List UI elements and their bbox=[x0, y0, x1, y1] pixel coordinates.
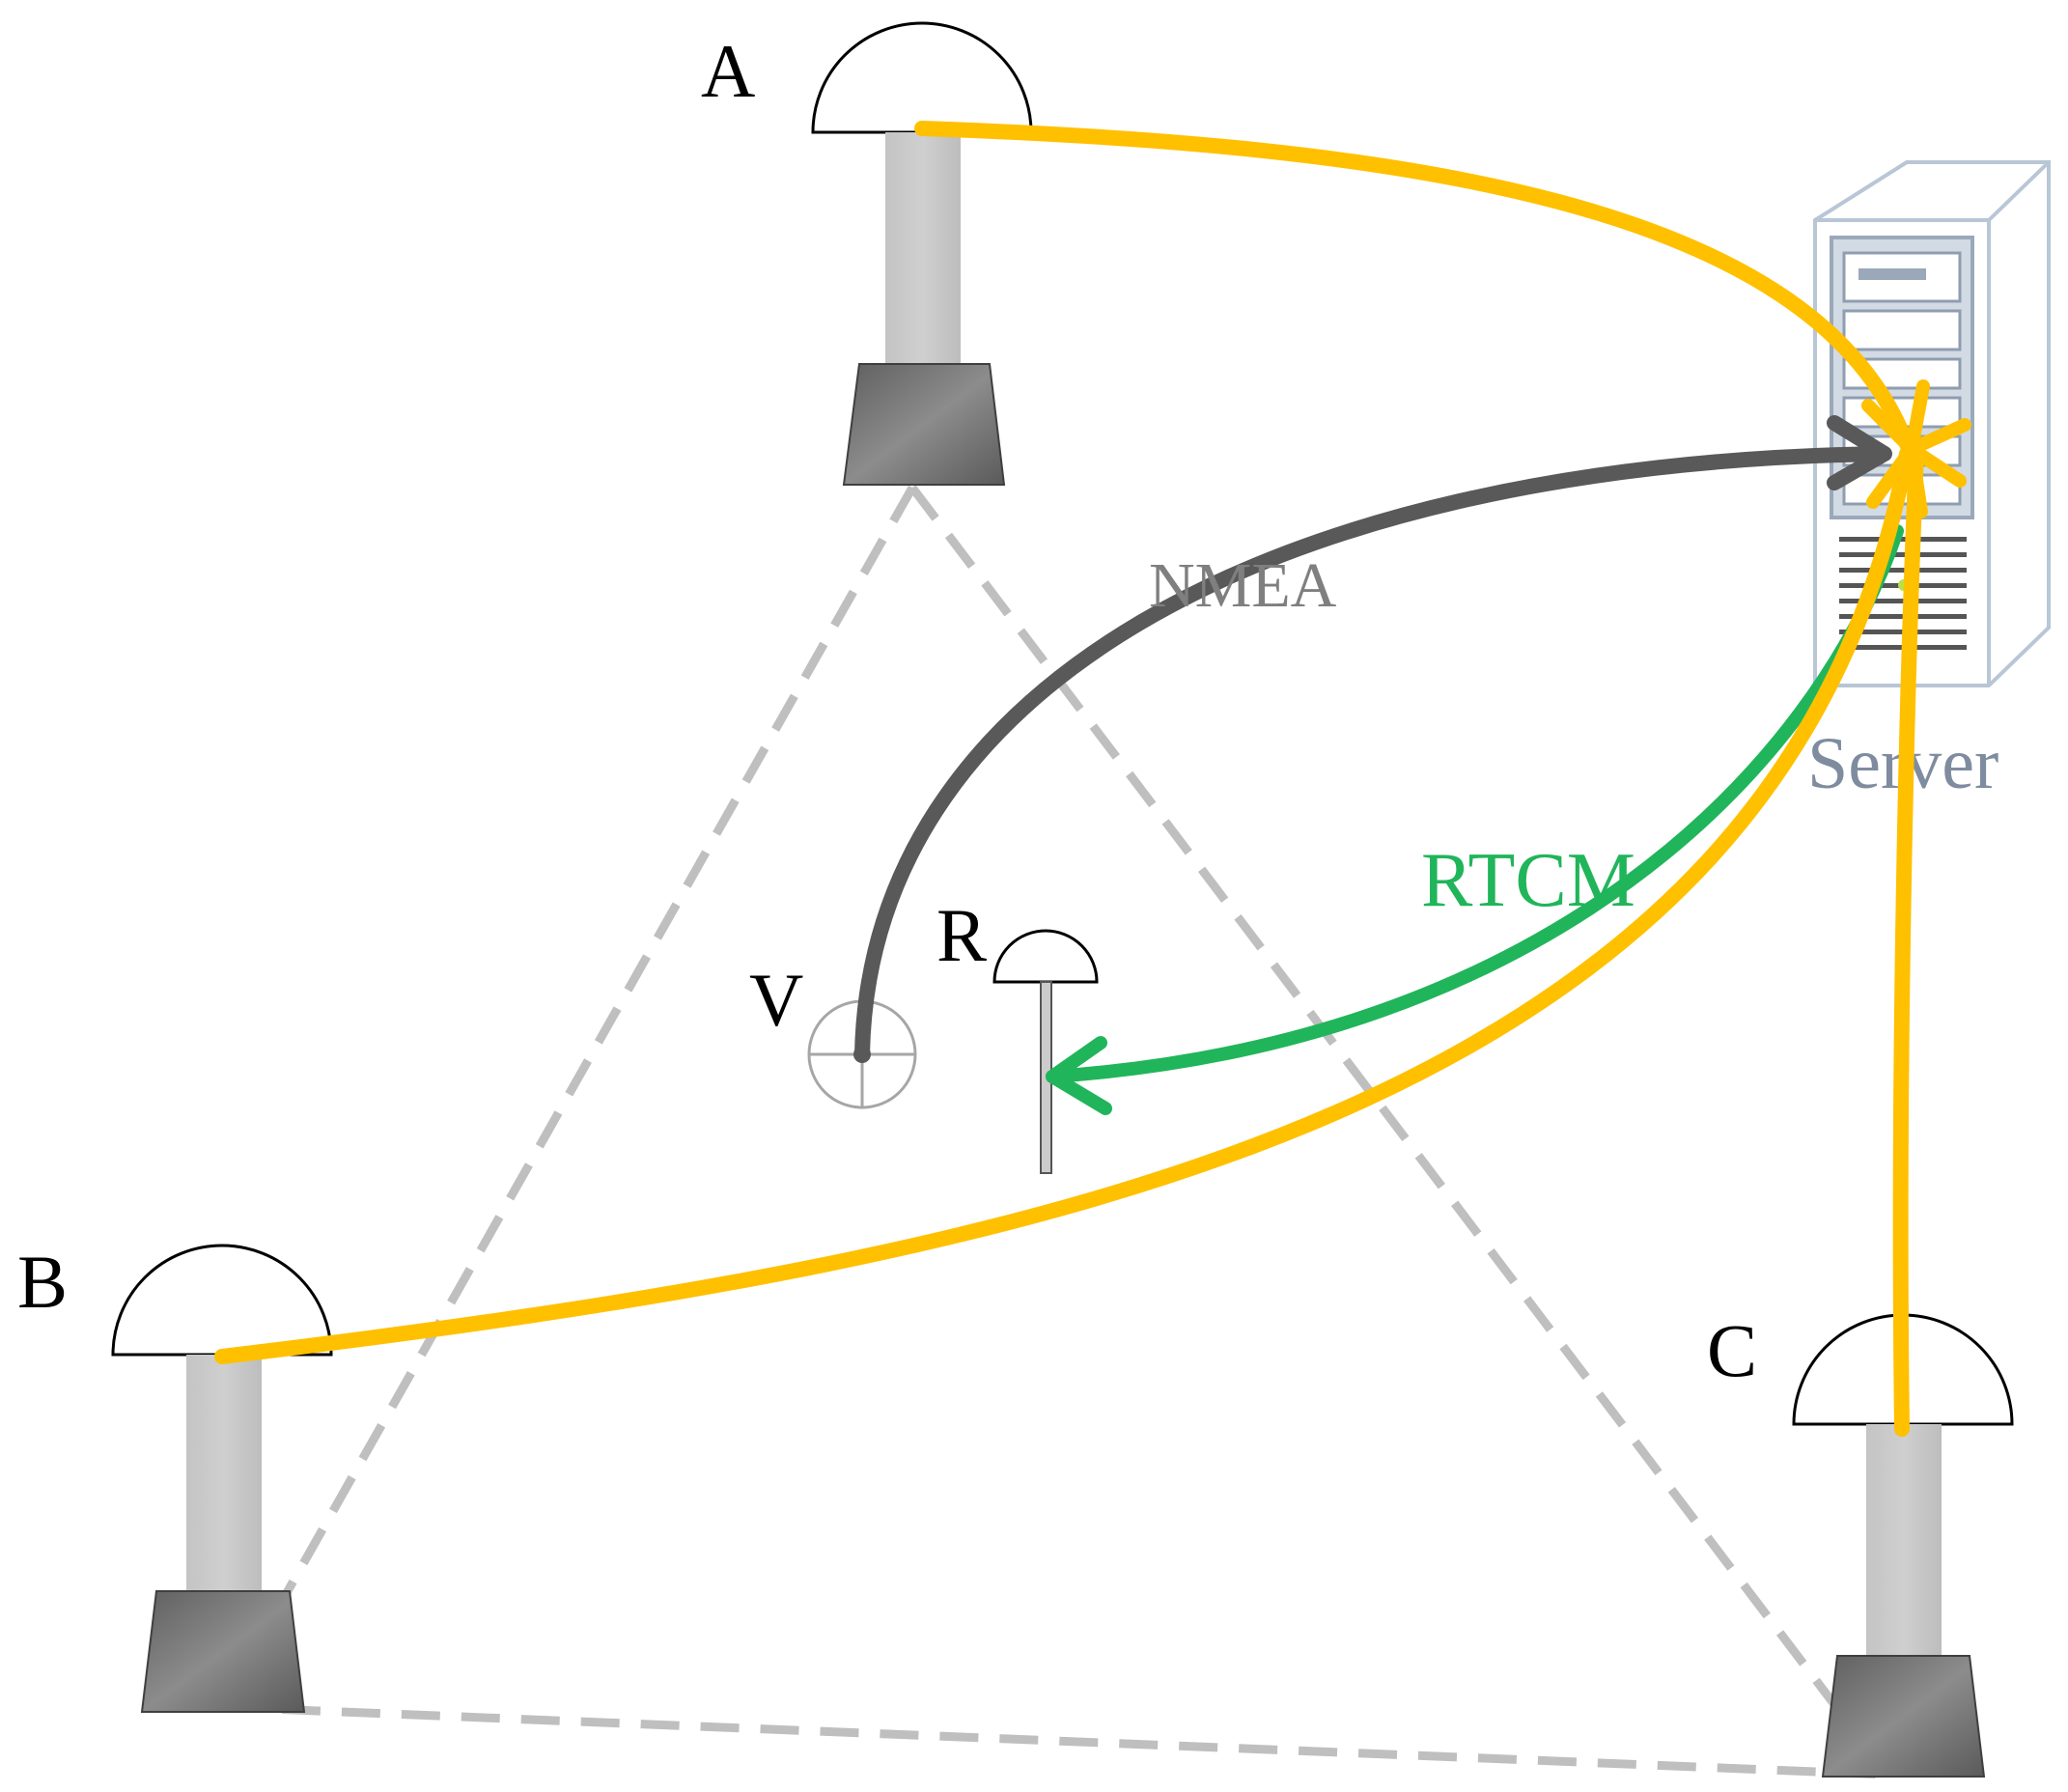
nmea-arrowhead bbox=[1827, 415, 1892, 490]
antenna-pole-c bbox=[1866, 1424, 1942, 1656]
station-a bbox=[811, 21, 1033, 486]
antenna-base-a bbox=[842, 363, 1006, 486]
station-c-label: C bbox=[1707, 1308, 1757, 1392]
rover-label: R bbox=[936, 893, 987, 977]
antenna-dome-b bbox=[111, 1244, 333, 1357]
baseline-a-c bbox=[908, 485, 1891, 1778]
rover-dome bbox=[992, 929, 1099, 984]
rtcm-label: RTCM bbox=[1421, 838, 1635, 923]
station-a-label: A bbox=[701, 29, 755, 113]
antenna-pole-b bbox=[186, 1355, 262, 1591]
baseline-b-c bbox=[221, 1702, 1888, 1779]
station-b-label: B bbox=[17, 1240, 68, 1324]
station-b bbox=[111, 1244, 333, 1713]
nmea-label: NMEA bbox=[1149, 550, 1337, 621]
baseline-a-b bbox=[218, 485, 916, 1710]
nmea-link bbox=[854, 446, 1890, 1062]
observation-links bbox=[214, 121, 1924, 1437]
virtual-station-label: V bbox=[749, 958, 803, 1042]
link-b-server bbox=[214, 446, 1914, 1364]
antenna-dome-a bbox=[811, 21, 1033, 134]
antenna-base-b bbox=[140, 1590, 306, 1713]
link-a-server bbox=[914, 121, 1914, 452]
server-convergence-burst bbox=[1861, 379, 1971, 518]
antenna-pole-a bbox=[885, 132, 961, 364]
antenna-base-c bbox=[1821, 1655, 1986, 1778]
baseline-triangle bbox=[218, 485, 1891, 1779]
rtcm-arrowhead bbox=[1046, 1036, 1112, 1115]
nmea-origin-dot bbox=[853, 1046, 871, 1063]
link-c-server bbox=[1892, 446, 1924, 1437]
